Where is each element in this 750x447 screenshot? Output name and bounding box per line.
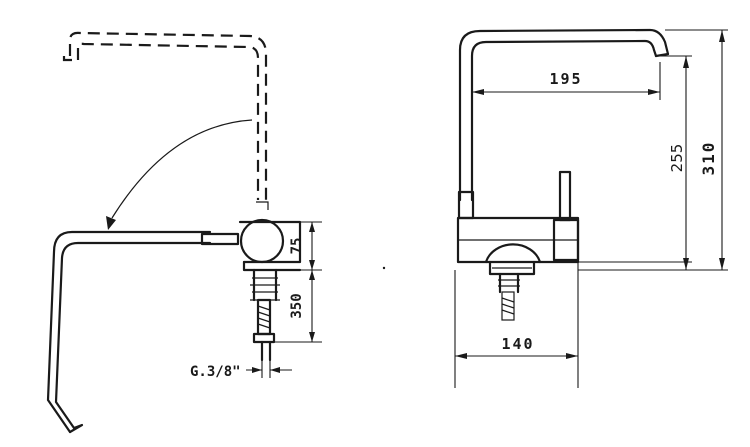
dim-310-line [719, 30, 725, 270]
supply-tails-right [488, 260, 536, 321]
dim-label-140: 140 [501, 335, 534, 353]
spout-right [457, 28, 670, 220]
dim-255-line [683, 56, 689, 270]
rotation-arrow [106, 119, 253, 230]
dim-label-75: 75 [289, 238, 305, 255]
thread-dim [246, 360, 292, 378]
stray-dot [382, 266, 386, 270]
dim-label-195: 195 [549, 70, 582, 88]
dim-label-255: 255 [668, 144, 686, 173]
dim-195-line [472, 89, 660, 95]
right-view: 195 255 310 140 [454, 28, 728, 388]
dim-label-350: 350 [289, 293, 305, 318]
supply-tails-left [250, 268, 280, 362]
extension-lines-right [454, 29, 728, 388]
mixer-body-left [238, 218, 302, 272]
spout-lower [46, 230, 240, 434]
dim-140-line [455, 353, 578, 359]
dashed-spout-alt-position [62, 31, 269, 210]
dim-label-310: 310 [699, 141, 718, 176]
thread-label: G.3/8" [190, 364, 241, 380]
left-view: 75 350 G.3/8" [46, 31, 322, 434]
dim-lines-left [270, 221, 322, 343]
mixer-body-right [456, 170, 580, 264]
